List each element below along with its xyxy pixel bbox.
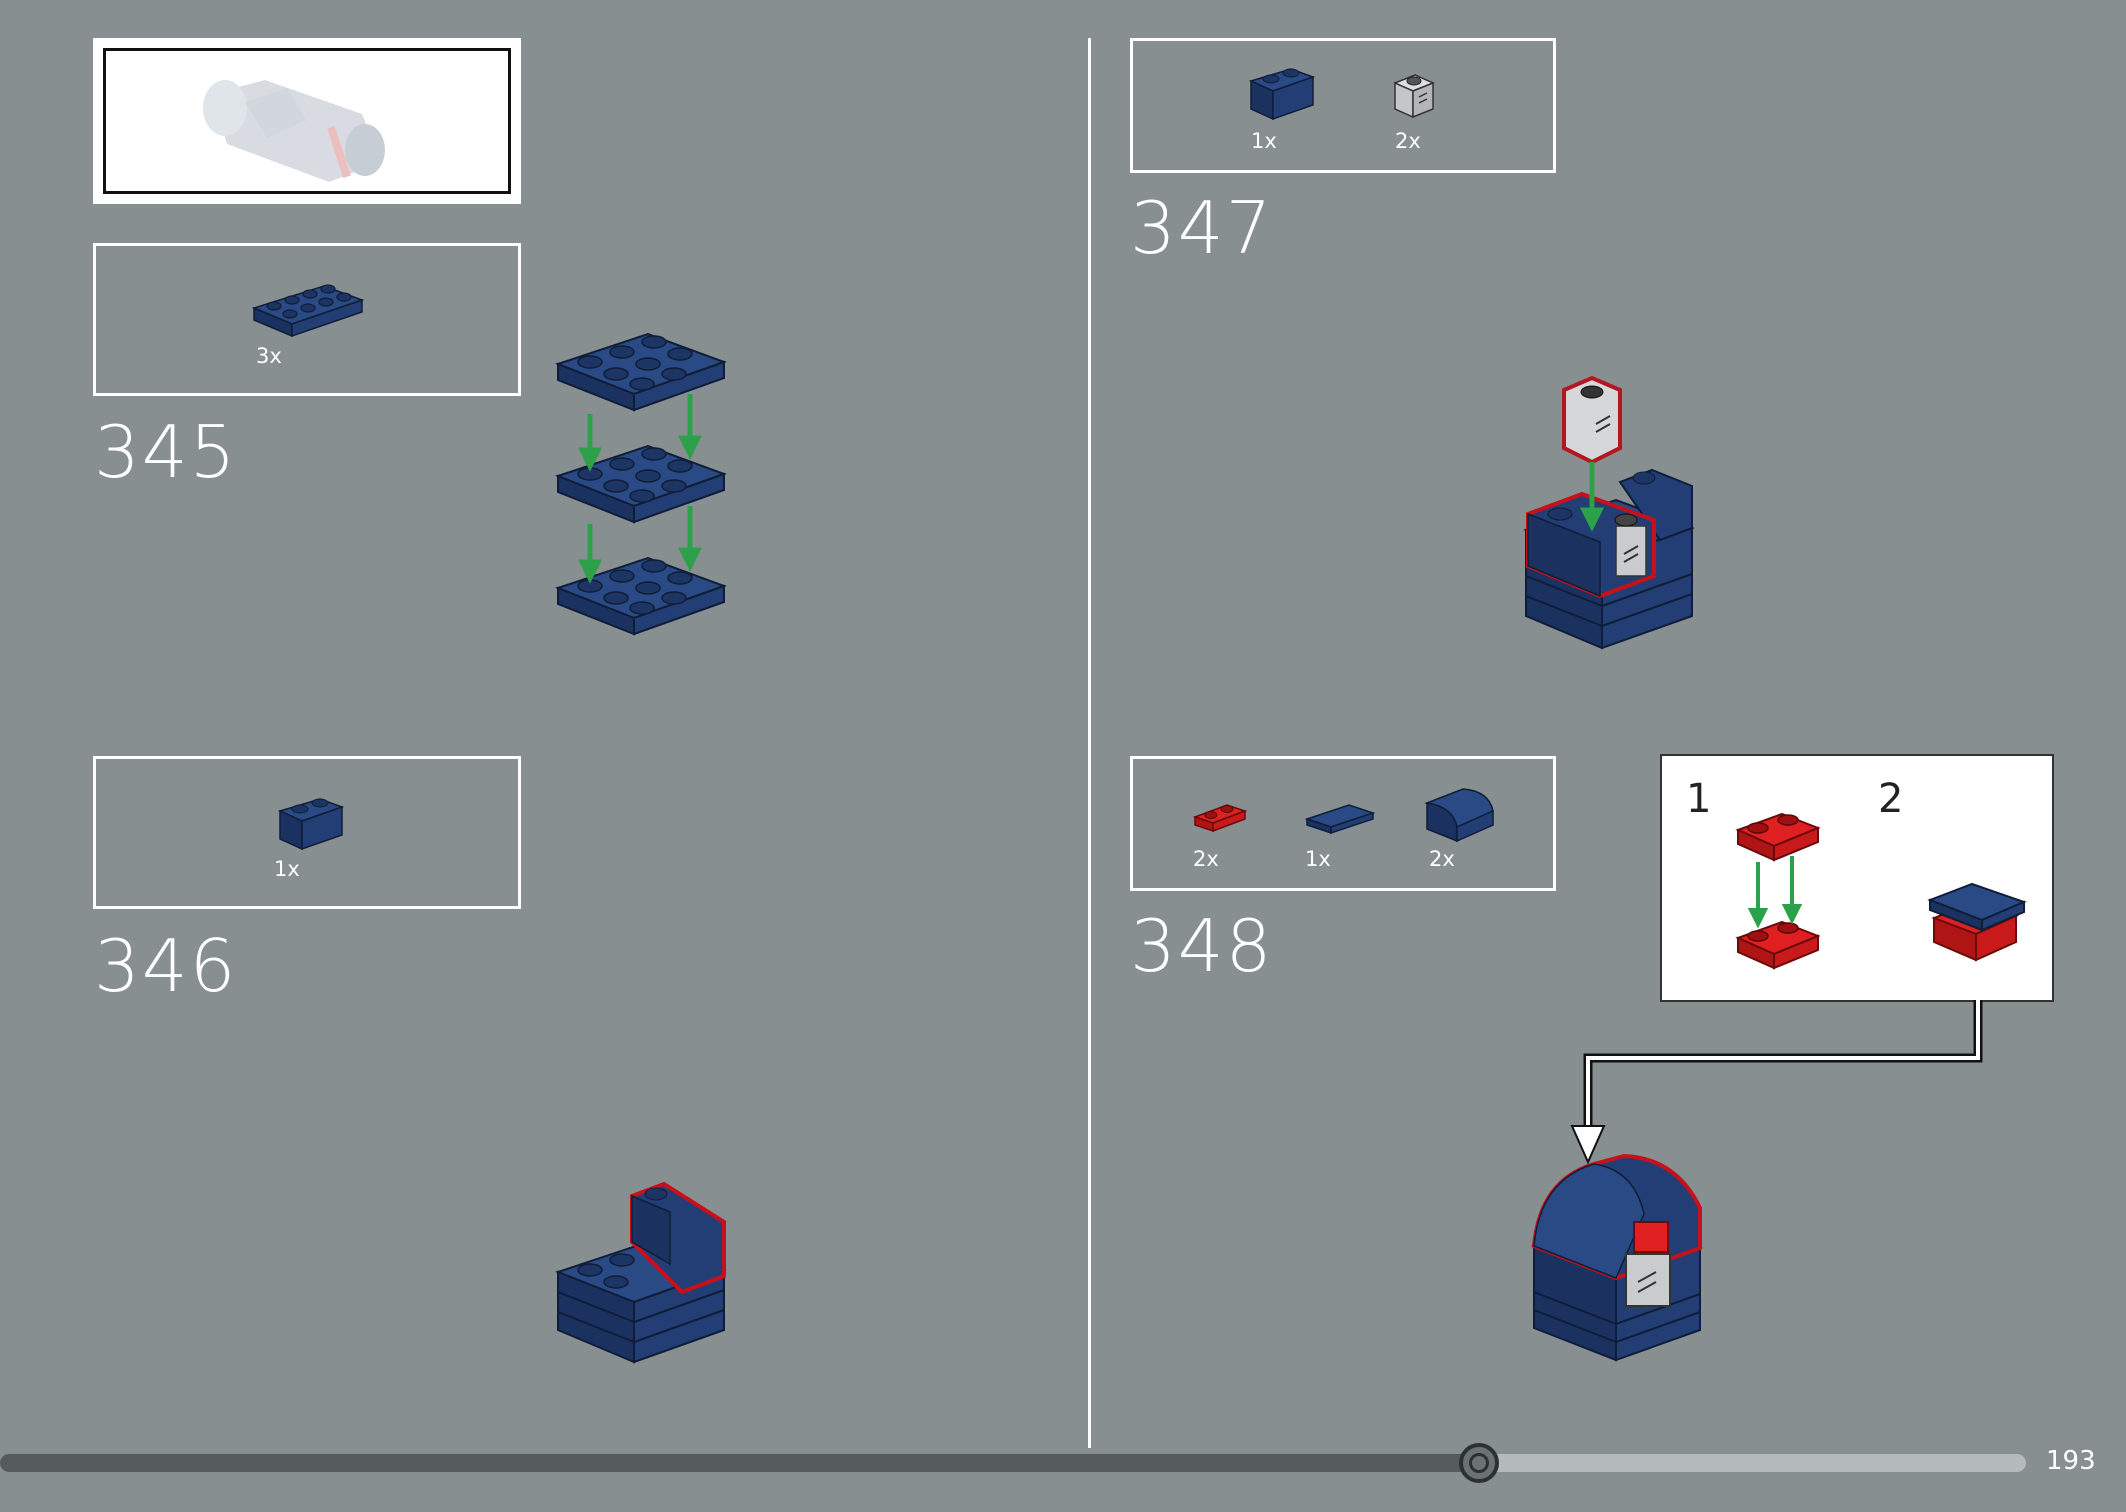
part-quantity: 1x [1305,847,1331,871]
progress-handle[interactable] [1458,1443,1499,1483]
finished-model-preview [93,38,521,204]
progress-track [0,1443,2026,1483]
tile-on-red-plates [1927,882,2027,962]
parts-list-box: 1x [93,756,521,909]
step-number: 346 [94,924,238,1008]
step-346-assembly [555,1181,727,1364]
plate-1x2-red-icon [1192,804,1248,833]
parts-list-box: 1x 2x [1130,38,1556,173]
step-number: 348 [1130,904,1274,988]
page-divider [1088,38,1091,1448]
stacked-plates-assembly [555,332,727,635]
part-quantity: 3x [256,344,282,368]
curved-slope-dark-blue-icon [1424,788,1494,843]
flashlight-model-icon [203,80,385,182]
plate-2x4-dark-blue-icon [251,284,365,338]
parts-list-box: 2x 1x 2x [1130,756,1556,891]
progress-fill [0,1454,1479,1472]
callout-connector-arrow [1570,1000,1983,1165]
substep-number: 2 [1878,776,1904,822]
part-quantity: 2x [1429,847,1455,871]
part-quantity: 2x [1193,847,1219,871]
red-plates-stack [1735,812,1821,969]
subassembly-callout: 1 2 [1660,754,2054,1002]
part-quantity: 2x [1395,129,1421,153]
step-348-assembly [1531,1153,1703,1362]
part-quantity: 1x [1251,129,1277,153]
step-number: 347 [1130,186,1274,270]
brick-1x2-dark-blue-icon [277,798,345,851]
part-quantity: 1x [274,857,300,881]
tile-1x2-dark-blue-icon [1304,804,1376,835]
step-347-assembly [1523,375,1695,650]
brick-1x1-clip-light-gray-icon [1393,74,1435,119]
page-number: 193 [2046,1446,2096,1476]
parts-list-box: 3x [93,243,521,396]
step-number: 345 [94,410,238,494]
substep-number: 1 [1686,776,1712,822]
brick-1x2-dark-blue-icon [1248,68,1316,121]
